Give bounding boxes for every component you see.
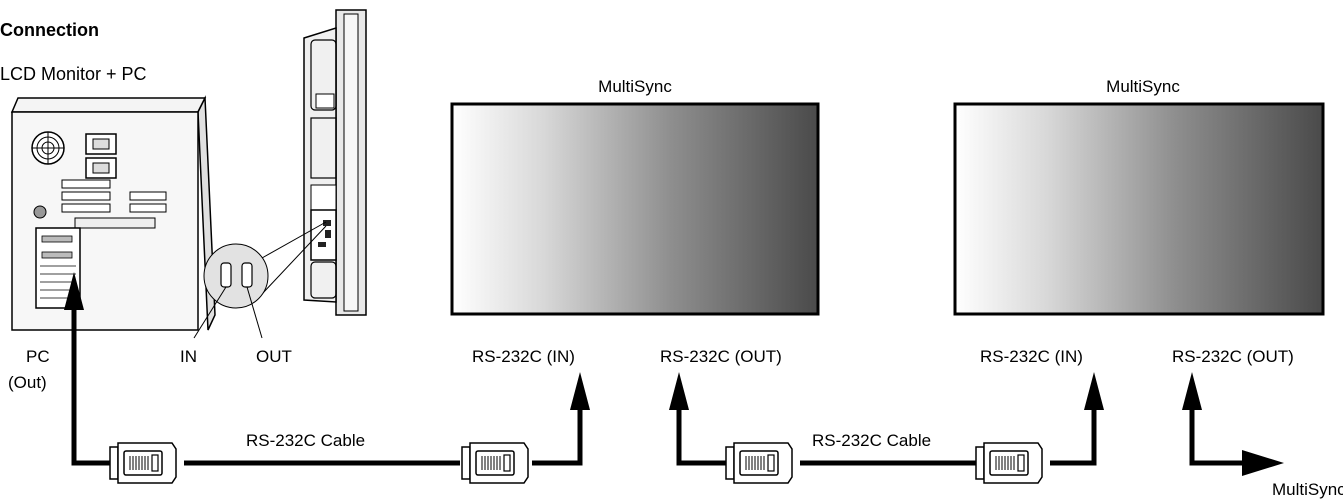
fan-icon — [31, 131, 65, 165]
monitor-2-out-label: RS-232C (OUT) — [1172, 347, 1294, 366]
power-button-icon — [33, 205, 47, 219]
cable-1-label: RS-232C Cable — [246, 431, 365, 450]
cable-connector-icon — [109, 442, 177, 484]
in-port-icon — [220, 262, 232, 288]
monitor-1-name: MultiSync — [598, 77, 672, 96]
cable-2-label: RS-232C Cable — [812, 431, 931, 450]
arrow-up-icon — [64, 272, 84, 310]
pc-tower — [10, 95, 216, 331]
monitor-1-screen — [450, 102, 820, 316]
port-callout — [193, 221, 327, 339]
monitor-rear-panel — [303, 9, 367, 316]
cable-1 — [71, 296, 583, 466]
pc-out-label: (Out) — [8, 373, 47, 392]
monitor-2-in-label: RS-232C (IN) — [980, 347, 1083, 366]
cable-connector-icon — [975, 442, 1043, 484]
cable-connector-icon — [461, 442, 529, 484]
arrow-up-icon — [570, 372, 590, 410]
monitor-1-out-label: RS-232C (OUT) — [660, 347, 782, 366]
out-port-label: OUT — [256, 347, 292, 366]
arrow-up-icon — [1084, 372, 1104, 410]
cable-3 — [1189, 408, 1250, 466]
arrow-up-icon — [1182, 372, 1202, 410]
out-port-icon — [241, 262, 253, 288]
monitor-1-in-label: RS-232C (IN) — [472, 347, 575, 366]
cable-connector-icon — [725, 442, 793, 484]
power-socket-icon — [85, 133, 117, 179]
cable-2 — [676, 408, 1097, 466]
pc-label: PC — [26, 347, 50, 366]
page-subtitle: LCD Monitor + PC — [0, 64, 147, 84]
next-device-label: MultiSync — [1272, 480, 1343, 499]
arrow-up-icon — [669, 372, 689, 410]
in-port-label: IN — [180, 347, 197, 366]
monitor-2-screen — [953, 102, 1325, 316]
arrow-right-icon — [1242, 450, 1284, 476]
monitor-2-name: MultiSync — [1106, 77, 1180, 96]
page-title: Connection — [0, 20, 99, 40]
